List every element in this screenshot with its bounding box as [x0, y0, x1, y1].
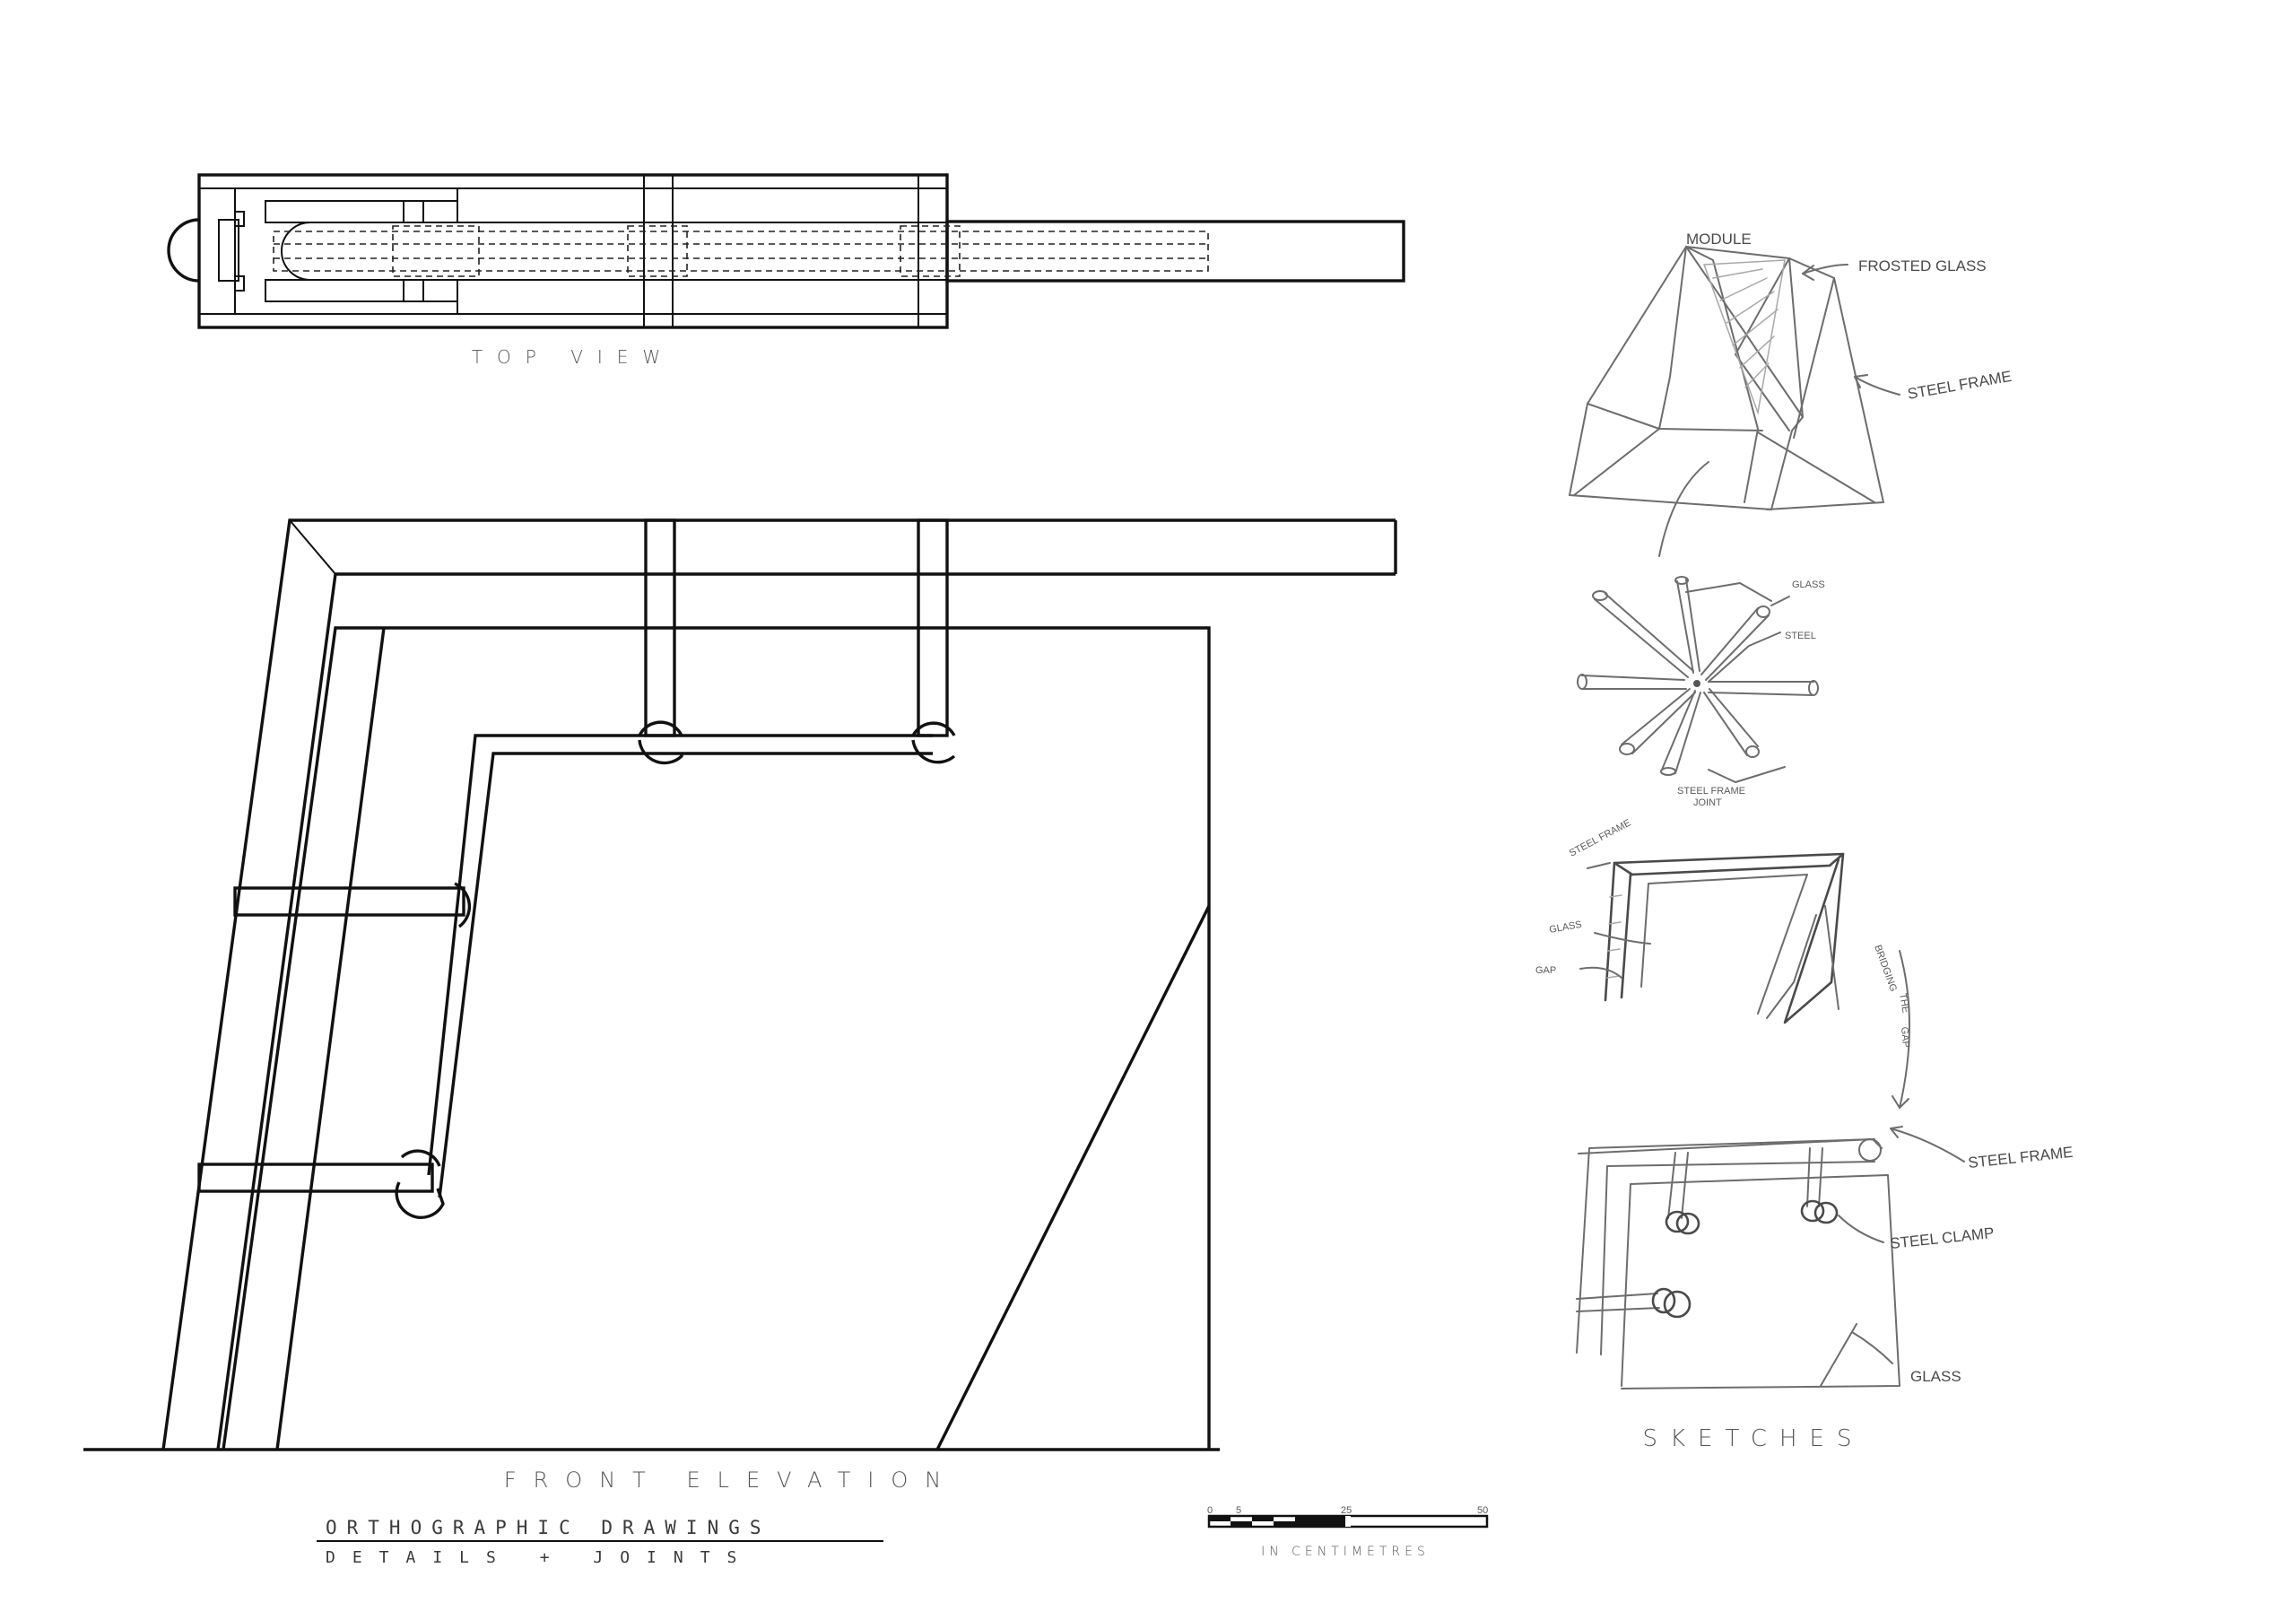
scale-unit-label: IN CENTIMETRES — [1261, 1545, 1430, 1559]
note-assembly-steel-frame: STEEL FRAME — [1967, 1144, 2074, 1171]
note-gap: GAP — [1899, 1026, 1911, 1048]
top-view-frame — [167, 173, 1405, 329]
top-view-hidden-lines — [273, 225, 1209, 277]
note-frosted-glass: FROSTED GLASS — [1858, 257, 1987, 274]
top-view-label: TOP VIEW — [472, 346, 674, 368]
scale-tick-50: 50 — [1477, 1505, 1488, 1516]
joint-sketch: GLASS STEEL STEEL FRAME JOINT — [1577, 576, 1825, 808]
sketches-label: SKETCHES — [1643, 1425, 1865, 1452]
front-elevation-drawing: FRONT ELEVATION — [83, 518, 1397, 1493]
note-module: MODULE — [1686, 231, 1752, 248]
note-corner-steel-frame: STEEL FRAME — [1568, 817, 1633, 858]
l-frame — [161, 518, 1397, 1450]
note-bridging: BRIDGING — [1872, 944, 1899, 993]
note-steel-frame: STEEL FRAME — [1906, 368, 2013, 403]
bridging-the-gap-note: BRIDGING THE GAP — [1872, 944, 1911, 1109]
glass-support-arm — [197, 518, 956, 1219]
title-block: ORTHOGRAPHIC DRAWINGS DETAILS + JOINTS — [317, 1517, 883, 1567]
scale-tick-5: 5 — [1236, 1505, 1241, 1516]
note-assembly-glass: GLASS — [1910, 1368, 1961, 1385]
note-corner-gap: GAP — [1535, 965, 1556, 976]
note-joint-glass: GLASS — [1792, 579, 1825, 590]
scale-tick-0: 0 — [1207, 1505, 1213, 1516]
note-joint-steel: STEEL — [1785, 631, 1816, 641]
drawing-title: ORTHOGRAPHIC DRAWINGS — [326, 1517, 771, 1538]
note-joint-caption-1: STEEL FRAME — [1677, 786, 1745, 797]
corner-sketch: STEEL FRAME GLASS GAP — [1535, 817, 1845, 1024]
note-the: THE — [1897, 992, 1911, 1014]
module-sketch: MODULE FROSTED GLASS STEEL FRAME — [1569, 231, 2013, 557]
note-steel-clamp: STEEL CLAMP — [1889, 1224, 1995, 1252]
top-view-drawing: TOP VIEW — [167, 173, 1405, 368]
drawing-subtitle: DETAILS + JOINTS — [326, 1548, 753, 1567]
assembly-sketch: STEEL FRAME STEEL CLAMP GLASS — [1576, 1126, 2074, 1389]
note-corner-glass: GLASS — [1548, 919, 1582, 936]
front-elevation-label: FRONT ELEVATION — [504, 1468, 958, 1493]
scale-bar: 0 5 25 50 IN CENTIMETRES — [1207, 1505, 1489, 1559]
scale-tick-25: 25 — [1341, 1505, 1352, 1516]
note-joint-caption-2: JOINT — [1693, 797, 1722, 808]
